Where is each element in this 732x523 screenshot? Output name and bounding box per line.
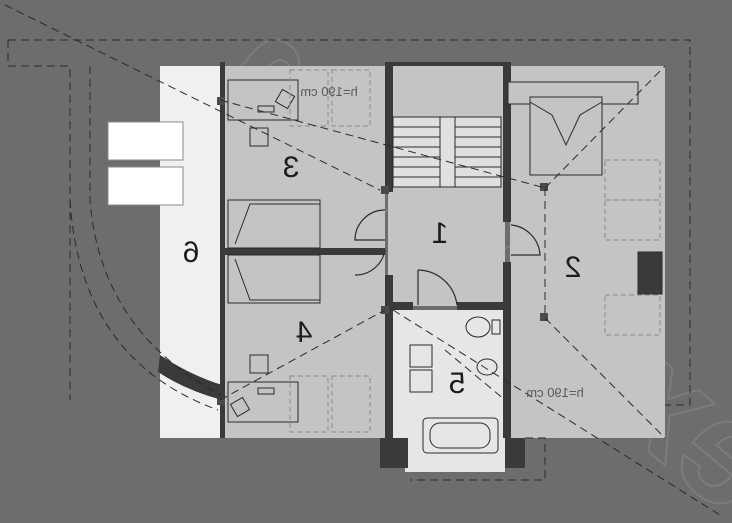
book (257, 387, 275, 395)
ridge-diagonal (4, 4, 381, 191)
room-label-1: 1 (432, 217, 449, 250)
room-label-2: 2 (565, 251, 582, 284)
terrace-curve (89, 66, 221, 396)
lamp (229, 396, 251, 418)
bidet (476, 358, 498, 376)
room-label-6: 6 (183, 236, 200, 269)
book (257, 105, 275, 113)
room-label-4: 4 (296, 316, 313, 349)
terrace-railing (158, 355, 222, 400)
column (540, 183, 548, 191)
column (381, 186, 389, 194)
wall-4-5 (385, 275, 393, 438)
room-4-furniture (227, 254, 321, 423)
roof-lines (4, 4, 721, 516)
walls (220, 62, 525, 468)
wall-bath-bottom-right (505, 438, 525, 468)
column (217, 97, 225, 105)
bed (227, 254, 321, 304)
height-label: h=190 cm (526, 385, 583, 400)
wall-1-2-bottom (503, 262, 511, 438)
bathtub-inner (429, 422, 491, 449)
ridge-diagonal (544, 65, 666, 189)
door-room-3 (354, 209, 386, 241)
bathroom-fixtures (409, 316, 501, 454)
ridge-diagonal (219, 309, 386, 401)
chair (249, 354, 269, 374)
wall-bath-bottom-left (380, 438, 408, 468)
ridge-diagonal (219, 99, 546, 189)
wall-1-2-top (503, 62, 511, 222)
sun-lounger (107, 121, 184, 161)
wall-bath-top-left (393, 302, 413, 310)
toilet (465, 316, 491, 338)
ridge-diagonal (544, 317, 666, 439)
ridge-diagonal (444, 349, 506, 401)
bed (227, 199, 321, 249)
terrace-loungers (107, 121, 184, 206)
room-label-3: 3 (283, 151, 300, 184)
sun-lounger (107, 166, 184, 206)
roof-outline (8, 39, 691, 406)
wall-3-1 (385, 62, 393, 192)
terrace-curve-outer (69, 199, 219, 411)
door-room-5 (417, 269, 458, 306)
room-4-cupboards (289, 375, 371, 433)
wall-3-4 (225, 248, 385, 255)
double-bed (529, 96, 603, 176)
toilet-tank (491, 319, 501, 335)
sink (409, 369, 433, 393)
door-room-2 (510, 224, 541, 256)
wall-west (220, 62, 225, 438)
room-2-cupboards (604, 159, 661, 336)
wall-bath-top-right (457, 302, 507, 310)
room-labels: 1 2 3 4 5 6 (183, 151, 582, 400)
height-label: h=190 cm (300, 84, 357, 99)
sink (409, 344, 433, 368)
tv (637, 251, 663, 295)
column (540, 313, 548, 321)
doors (354, 209, 541, 306)
wall-stair-top (388, 62, 505, 66)
staircase (392, 116, 502, 188)
room-3-cupboards (289, 69, 371, 127)
chair (249, 127, 269, 147)
door-room-4 (354, 249, 386, 276)
roof-outline-bottom (410, 437, 546, 481)
column (217, 397, 225, 405)
roof-outline-left (7, 40, 71, 400)
room-label-5: 5 (449, 367, 466, 400)
